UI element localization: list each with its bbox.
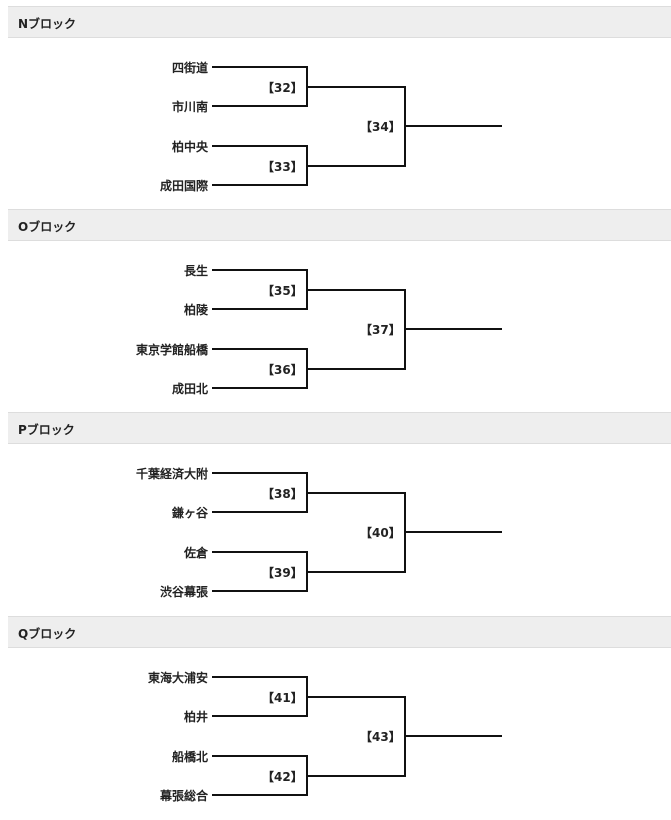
bracket-line (212, 511, 306, 513)
block-title: Oブロック (18, 220, 77, 234)
match-number: 【35】 (262, 284, 303, 298)
match-number: 【37】 (360, 323, 401, 337)
bracket-line (306, 571, 404, 573)
team-name: 長生 (183, 264, 208, 278)
match-number: 【38】 (262, 487, 303, 501)
bracket-line (404, 735, 502, 737)
bracket-line (306, 289, 404, 291)
team-name: 千葉経済大附 (135, 467, 208, 481)
match-number: 【32】 (262, 81, 303, 95)
match-number: 【42】 (262, 770, 303, 784)
bracket-line (306, 86, 404, 88)
team-name: 佐倉 (183, 546, 208, 560)
block-header: Nブロック (8, 6, 671, 38)
match-number: 【39】 (262, 566, 303, 580)
match-number: 【40】 (360, 526, 401, 540)
bracket-line (212, 348, 306, 350)
bracket-line (212, 472, 306, 474)
team-name: 柏井 (183, 710, 208, 724)
bracket-line (212, 184, 306, 186)
team-name: 船橋北 (171, 750, 208, 764)
block-title: Pブロック (18, 423, 75, 437)
bracket: 四街道 市川南 柏中央 成田国際 【32】 【33】 【34】 (0, 40, 671, 210)
team-name: 東海大浦安 (147, 671, 208, 685)
block-title: Qブロック (18, 627, 77, 641)
match-number: 【43】 (360, 730, 401, 744)
bracket-line (404, 531, 502, 533)
match-number: 【41】 (262, 691, 303, 705)
team-name: 成田国際 (159, 179, 208, 193)
bracket-line (212, 590, 306, 592)
bracket: 長生 柏陵 東京学館船橋 成田北 【35】 【36】 【37】 (0, 243, 671, 413)
bracket-line (212, 269, 306, 271)
bracket-line (212, 105, 306, 107)
bracket-line (212, 755, 306, 757)
bracket: 東海大浦安 柏井 船橋北 幕張総合 【41】 【42】 【43】 (0, 650, 671, 820)
bracket-line (306, 165, 404, 167)
team-name: 成田北 (171, 382, 208, 396)
bracket-line (212, 308, 306, 310)
bracket-line (212, 794, 306, 796)
bracket-line (212, 145, 306, 147)
team-name: 幕張総合 (159, 789, 208, 803)
block-header: Qブロック (8, 616, 671, 648)
bracket: 千葉経済大附 鎌ヶ谷 佐倉 渋谷幕張 【38】 【39】 【40】 (0, 446, 671, 616)
team-name: 市川南 (171, 100, 208, 114)
match-number: 【33】 (262, 160, 303, 174)
bracket-line (404, 328, 502, 330)
bracket-line (306, 696, 404, 698)
bracket-line (212, 715, 306, 717)
team-name: 柏中央 (171, 140, 208, 154)
bracket-line (404, 125, 502, 127)
bracket-line (212, 66, 306, 68)
team-name: 四街道 (171, 61, 208, 75)
bracket-line (212, 387, 306, 389)
bracket-line (306, 492, 404, 494)
block-header: Pブロック (8, 412, 671, 444)
match-number: 【36】 (262, 363, 303, 377)
block-title: Nブロック (18, 17, 77, 31)
bracket-line (306, 368, 404, 370)
block-header: Oブロック (8, 209, 671, 241)
team-name: 東京学館船橋 (135, 343, 208, 357)
bracket-line (212, 676, 306, 678)
bracket-line (212, 551, 306, 553)
team-name: 柏陵 (183, 303, 208, 317)
team-name: 渋谷幕張 (159, 585, 208, 599)
team-name: 鎌ヶ谷 (171, 506, 208, 520)
bracket-line (306, 775, 404, 777)
match-number: 【34】 (360, 120, 401, 134)
